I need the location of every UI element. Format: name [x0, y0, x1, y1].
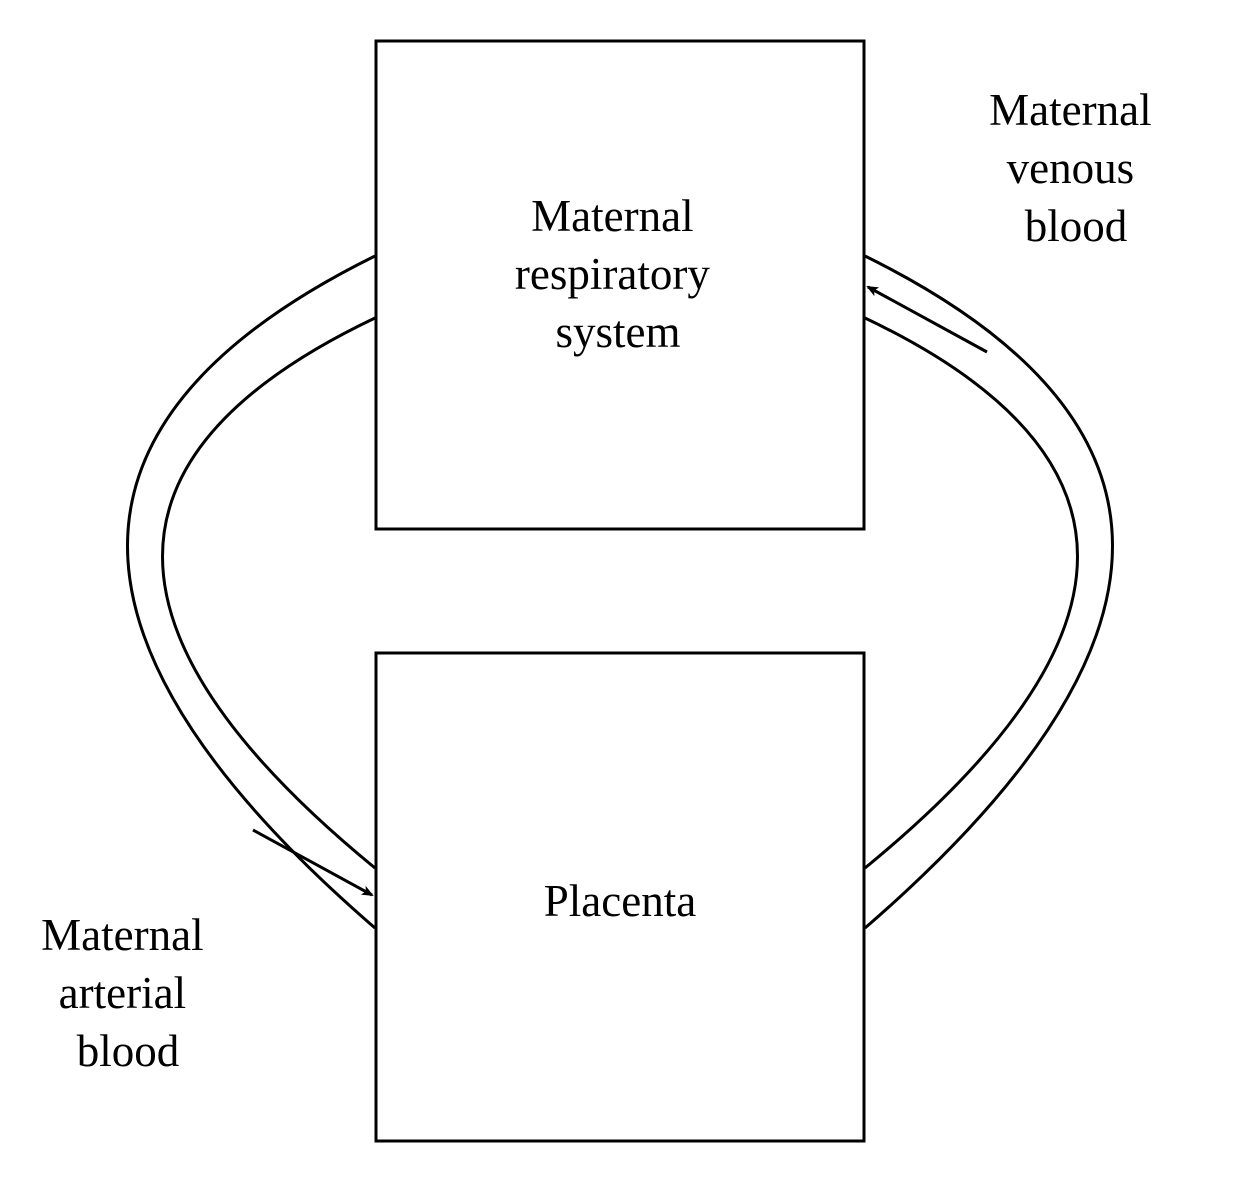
- venous-vessel-outer-wall: [864, 254, 1114, 930]
- arterial-flow-arrow: [252, 828, 374, 897]
- venous-blood-label: Maternal venous blood: [989, 85, 1163, 251]
- arterial-vessel-inner-wall: [161, 316, 376, 870]
- venous-flow-arrow: [866, 285, 988, 354]
- venous-vessel: [864, 254, 1114, 930]
- placenta-label: Placenta: [544, 876, 696, 926]
- venous-vessel-inner-wall: [864, 316, 1079, 870]
- arterial-vessel: [126, 254, 376, 930]
- placenta-box: [374, 651, 866, 1143]
- respiratory-system-label: Maternal respiratory system: [515, 191, 721, 357]
- arterial-vessel-outer-wall: [126, 254, 376, 930]
- arterial-blood-label: Maternal arterial blood: [41, 910, 215, 1076]
- respiratory-system-box: [374, 39, 866, 531]
